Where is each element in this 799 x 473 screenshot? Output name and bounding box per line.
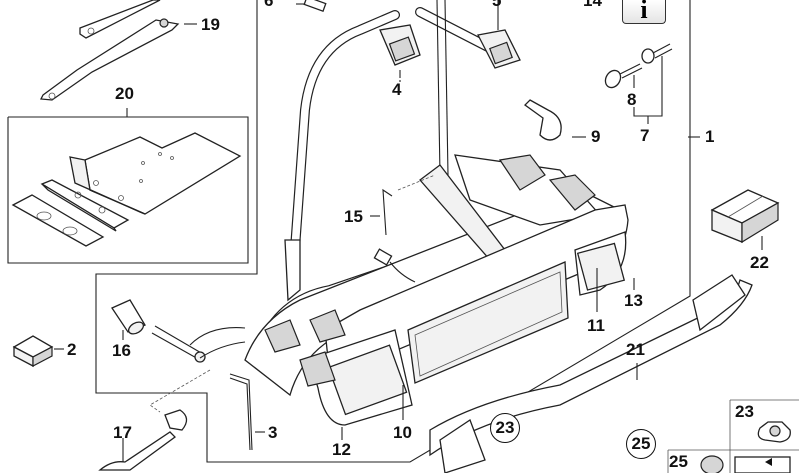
label-3[interactable]: 3 (268, 423, 278, 442)
label-19[interactable]: 19 (201, 15, 220, 34)
label-15[interactable]: 15 (344, 207, 363, 226)
label-16[interactable]: 16 (112, 341, 131, 360)
label-12[interactable]: 12 (332, 440, 351, 459)
label-13[interactable]: 13 (624, 291, 643, 310)
label-8[interactable]: 8 (627, 90, 637, 109)
label-5[interactable]: 5 (492, 0, 502, 10)
label-10[interactable]: 10 (393, 423, 412, 442)
label-22[interactable]: 22 (750, 253, 769, 272)
info-glyph: i (640, 0, 648, 24)
label-4[interactable]: 4 (392, 80, 402, 99)
part-17-wrench (98, 325, 246, 471)
callout-25[interactable]: 25 (626, 429, 656, 459)
light-bar (264, 204, 629, 426)
label-2[interactable]: 2 (67, 340, 77, 359)
label-1[interactable]: 1 (705, 127, 715, 146)
part-3-key (229, 373, 265, 451)
callout-23[interactable]: 23 (490, 413, 520, 443)
label-6[interactable]: 6 (264, 0, 274, 10)
part-9-strap (524, 99, 586, 141)
info-icon[interactable]: i (622, 0, 666, 24)
label-14[interactable]: 14 (583, 0, 602, 10)
frame-lines (7, 0, 691, 463)
part-19-strap (39, 0, 197, 101)
part-20-plate-kit (11, 108, 242, 247)
part-16-sleeve (111, 299, 146, 340)
label-25-cell[interactable]: 25 (669, 452, 688, 471)
part-21-bumper-carrier (429, 274, 753, 473)
label-11[interactable]: 11 (587, 316, 605, 335)
part-15-allen-key (370, 174, 436, 283)
label-23-cell[interactable]: 23 (735, 402, 754, 421)
label-7[interactable]: 7 (640, 126, 650, 145)
part-4-5-holders (296, 0, 521, 78)
part-7-8-keys (604, 43, 673, 124)
part-2-cap (12, 335, 64, 368)
label-20[interactable]: 20 (115, 84, 134, 103)
part-22-box (710, 189, 780, 250)
label-17[interactable]: 17 (113, 423, 132, 442)
label-9[interactable]: 9 (591, 127, 601, 146)
label-21[interactable]: 21 (626, 340, 645, 359)
small-parts-grid (667, 399, 799, 473)
